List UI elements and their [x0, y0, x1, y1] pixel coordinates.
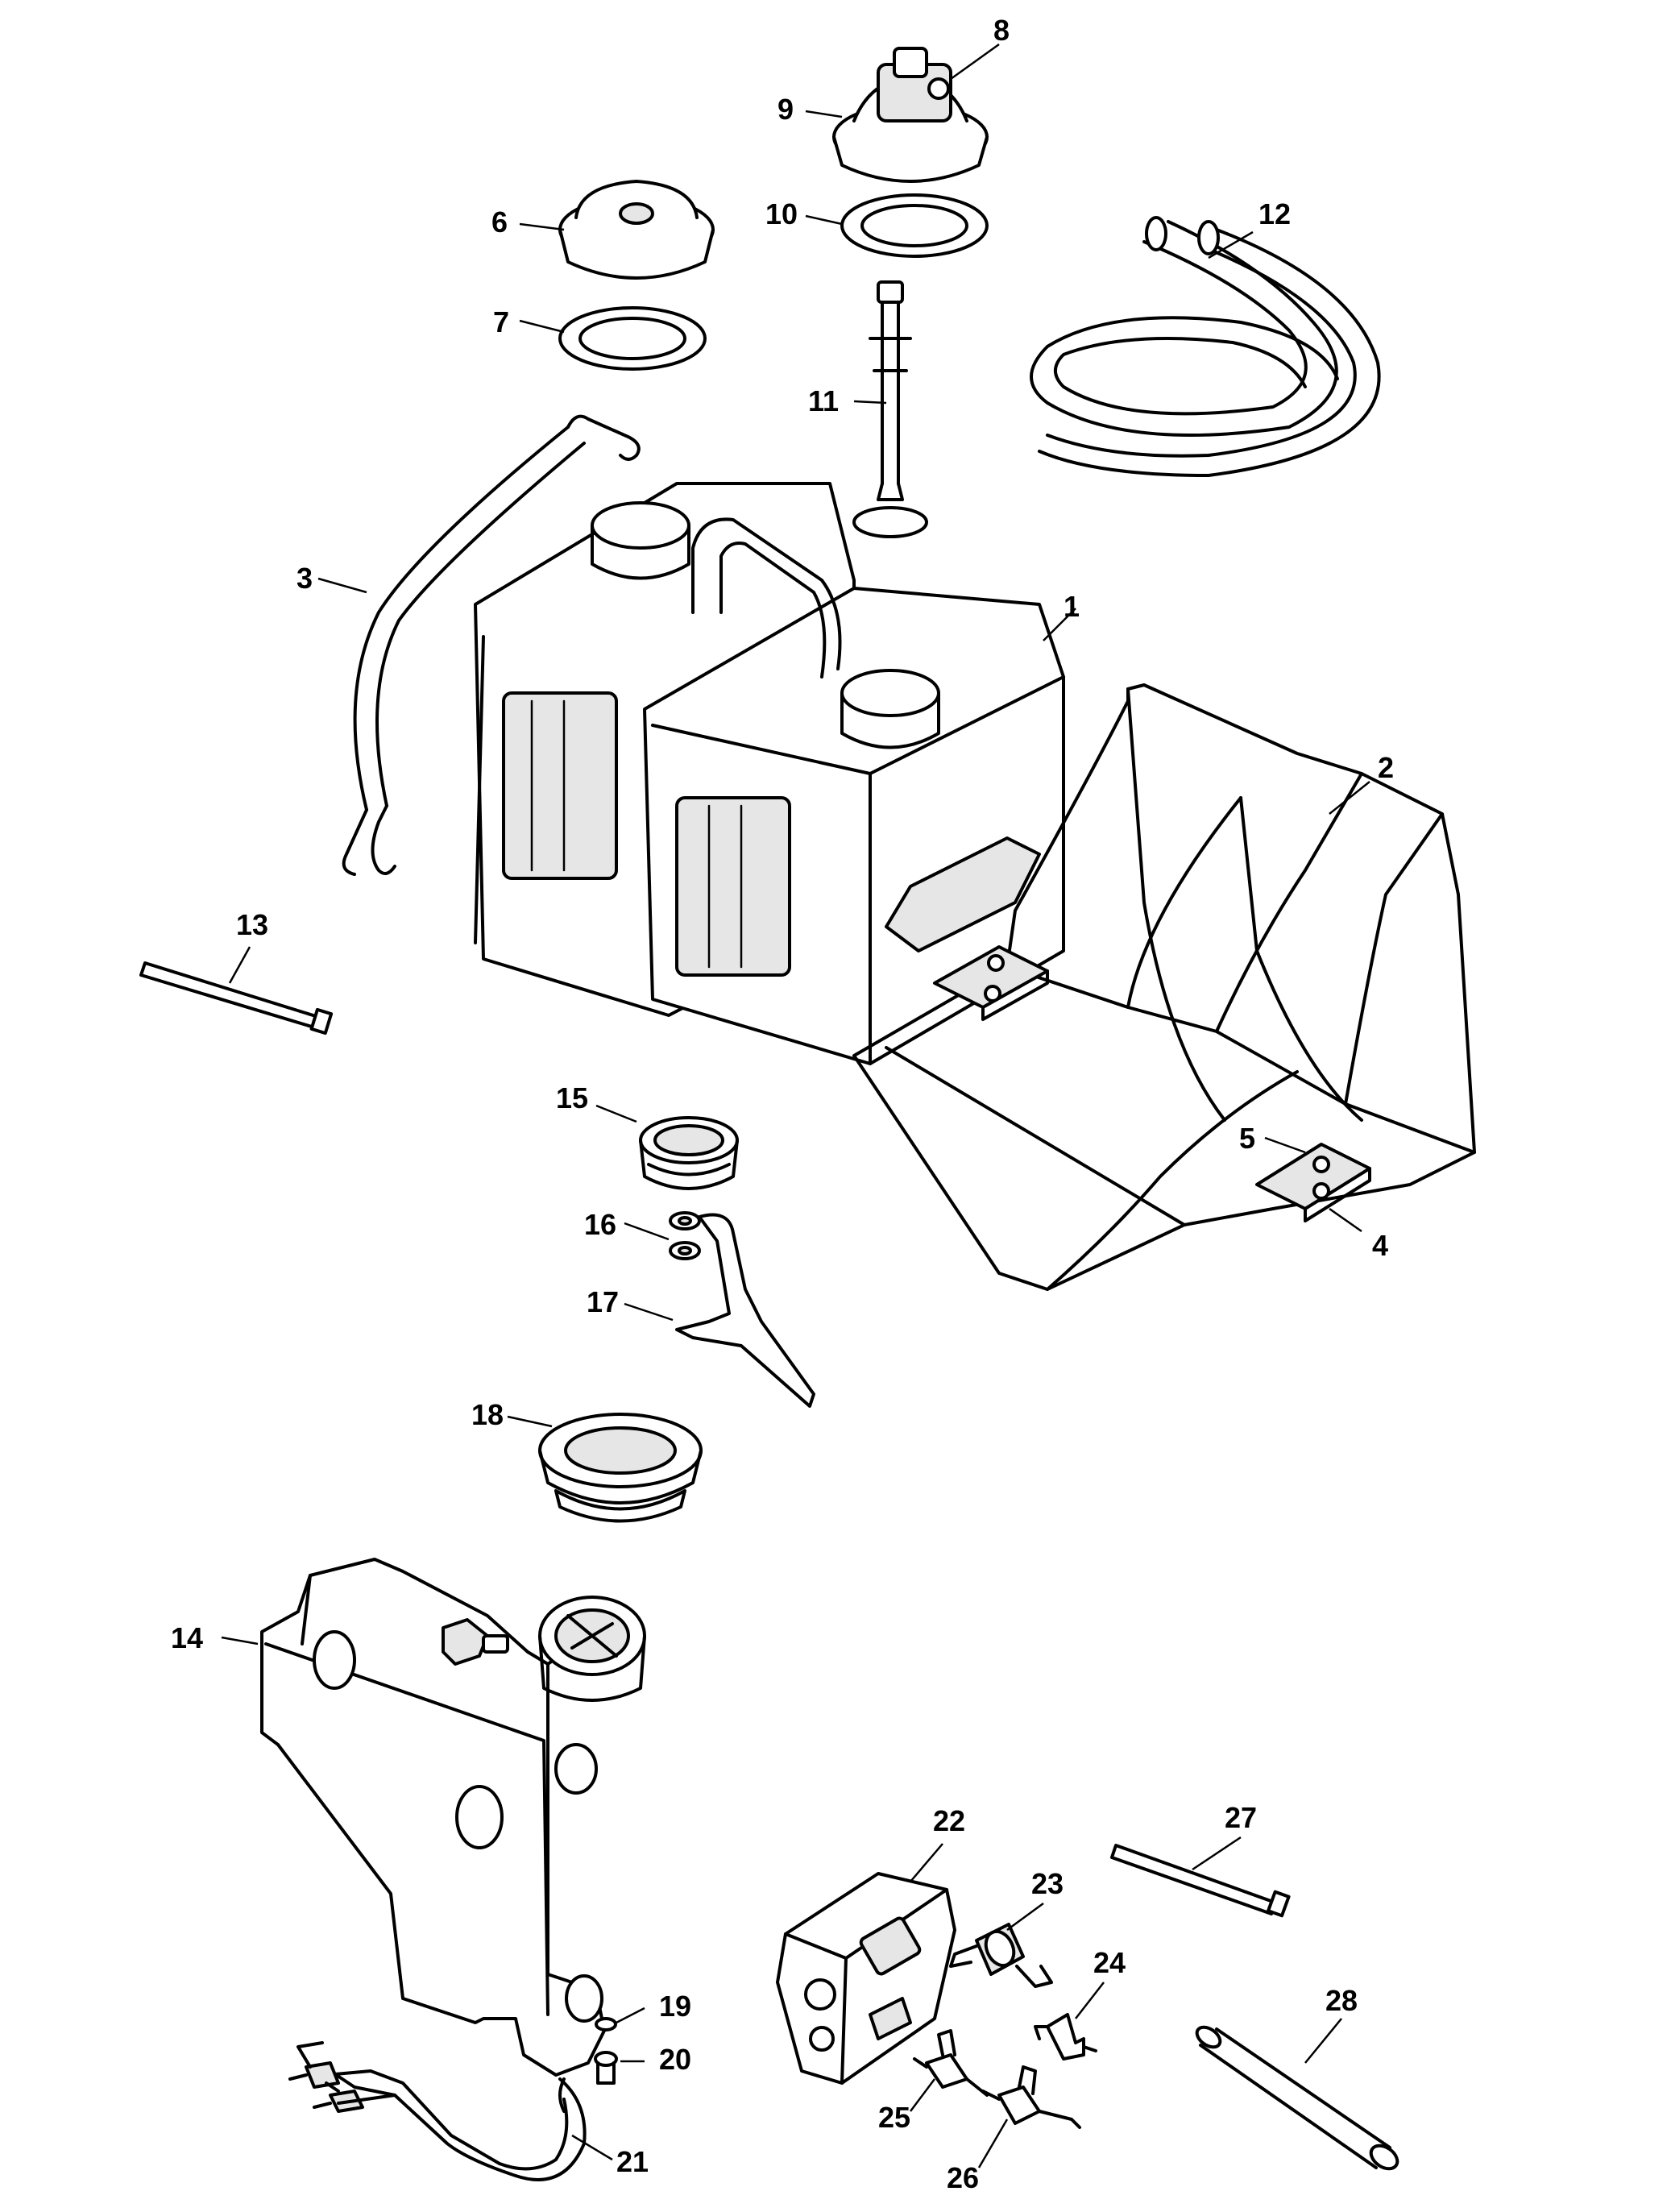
part-17-bracket — [675, 1213, 815, 1408]
callout-2: 2 — [1378, 751, 1394, 784]
callout-10: 10 — [765, 197, 798, 230]
callout-27: 27 — [1225, 1801, 1257, 1834]
part-20-screw — [594, 2051, 618, 2085]
callout-21: 21 — [616, 2145, 649, 2178]
part-19-washer — [595, 2017, 617, 2031]
part-5-screw — [984, 954, 1330, 1200]
callout-16: 16 — [584, 1208, 616, 1241]
part-2-wire-tray — [852, 683, 1476, 1291]
callout-17: 17 — [587, 1285, 619, 1318]
part-28-tube — [1195, 2025, 1399, 2171]
part-7-gasket — [558, 306, 707, 371]
callout-15: 15 — [556, 1081, 588, 1114]
part-25-tee-fitting — [913, 2029, 989, 2097]
part-4-clamp-pad — [933, 945, 1371, 1222]
part-11-pickup-tube — [852, 280, 928, 538]
callout-18: 18 — [471, 1398, 504, 1431]
part-24-elbow-fitting — [1034, 2013, 1097, 2061]
part-8-fitting — [877, 47, 952, 122]
callout-14: 14 — [171, 1621, 203, 1654]
callout-4: 4 — [1372, 1229, 1388, 1262]
callout-1: 1 — [1064, 590, 1080, 623]
leader-lines — [221, 43, 1370, 2168]
callout-22: 22 — [933, 1804, 965, 1837]
callout-19: 19 — [659, 1990, 691, 2023]
part-15-filler-cap — [639, 1116, 739, 1190]
part-6-cap — [558, 180, 715, 280]
part-23-inline-filter — [949, 1923, 1053, 1988]
callout-6: 6 — [491, 205, 508, 239]
callout-25: 25 — [878, 2101, 910, 2134]
part-10-gasket — [840, 193, 989, 258]
part-3-strap — [342, 414, 641, 876]
callout-7: 7 — [493, 305, 509, 338]
callout-26: 26 — [947, 2161, 979, 2194]
part-18-grommet — [538, 1413, 703, 1523]
part-16-washers — [669, 1211, 701, 1260]
part-22-warning-module — [776, 1872, 956, 2085]
callout-12: 12 — [1258, 197, 1291, 230]
callout-23: 23 — [1031, 1867, 1064, 1900]
callout-3: 3 — [296, 562, 313, 595]
part-14-oil-reservoir — [260, 1558, 646, 2077]
callout-11: 11 — [808, 384, 839, 417]
part-26-tee-valve — [981, 2065, 1081, 2129]
callout-13: 13 — [236, 908, 268, 941]
part-13-cable-tie — [139, 961, 334, 1035]
callout-5: 5 — [1239, 1122, 1255, 1155]
callout-9: 9 — [777, 93, 794, 126]
callout-24: 24 — [1093, 1946, 1126, 1979]
part-12-hose — [1030, 216, 1381, 477]
part-21-wire-harness — [288, 2041, 587, 2181]
part-1-twin-tank — [474, 482, 1065, 1065]
part-27-cable-tie — [1110, 1844, 1291, 1918]
callout-20: 20 — [659, 2043, 691, 2076]
callout-28: 28 — [1325, 1984, 1358, 2017]
callout-labels: 1 2 3 4 5 6 7 8 9 10 11 12 13 14 15 16 1… — [171, 14, 1394, 2194]
callout-8: 8 — [993, 14, 1010, 47]
